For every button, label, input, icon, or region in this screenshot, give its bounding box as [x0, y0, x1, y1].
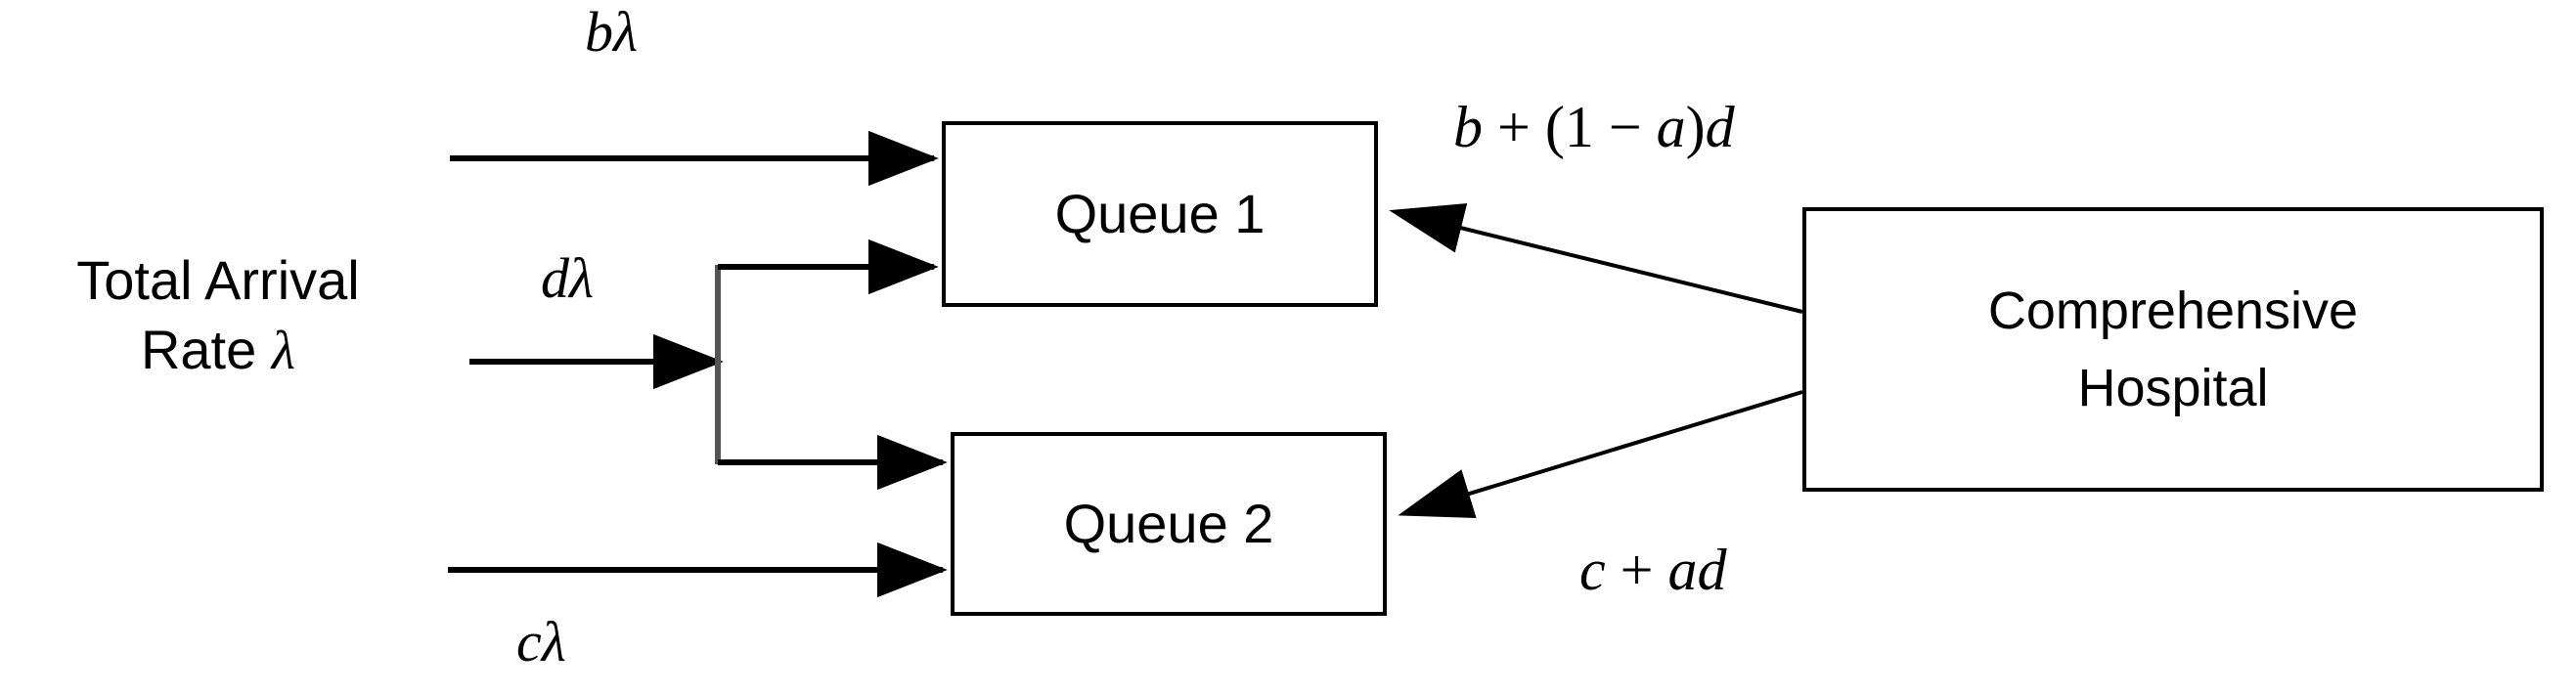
node-hospital-label-line1: Comprehensive [1987, 282, 2359, 341]
expr-paren-open: ( [1544, 95, 1565, 159]
total-arrival-line2: Rate λ [8, 316, 428, 386]
c-lambda-label: cλ [516, 610, 566, 673]
total-arrival-rate-label: Total Arrival Rate λ [8, 246, 428, 385]
d-lambda-label: dλ [541, 246, 595, 310]
expr2-a: a [1667, 538, 1698, 602]
node-queue-1[interactable]: Queue 1 [942, 121, 1378, 307]
c-plus-ad-label: c + ad [1579, 541, 1726, 599]
lambda-symbol: λ [271, 320, 296, 381]
node-queue-2-label: Queue 2 [1063, 493, 1274, 555]
edge-hospital-to-queue1 [1389, 202, 1803, 314]
node-comprehensive-hospital[interactable]: Comprehensive Hospital [1802, 207, 2544, 492]
expr-one: 1 [1564, 95, 1594, 159]
expr-d: d [1705, 95, 1735, 159]
expr-plus: + [1483, 95, 1545, 159]
expr2-c: c [1579, 538, 1606, 602]
node-queue-2[interactable]: Queue 2 [951, 432, 1387, 616]
total-arrival-line1: Total Arrival [76, 249, 360, 311]
node-queue-1-label: Queue 1 [1054, 183, 1266, 245]
b-plus-one-minus-a-d-label: b + (1 − a)d [1453, 98, 1735, 156]
total-arrival-rate-text: Rate [140, 318, 272, 380]
node-hospital-label-line2: Hospital [2077, 358, 2269, 417]
expr2-d: d [1697, 538, 1727, 602]
expr-b: b [1453, 95, 1483, 159]
expr-a: a [1656, 95, 1686, 159]
edge-hospital-to-queue2 [1398, 390, 1803, 519]
expr-minus: − [1593, 95, 1657, 159]
expr-paren-close: ) [1685, 95, 1706, 159]
b-lambda-label: bλ [585, 0, 639, 64]
expr2-plus: + [1605, 538, 1668, 602]
